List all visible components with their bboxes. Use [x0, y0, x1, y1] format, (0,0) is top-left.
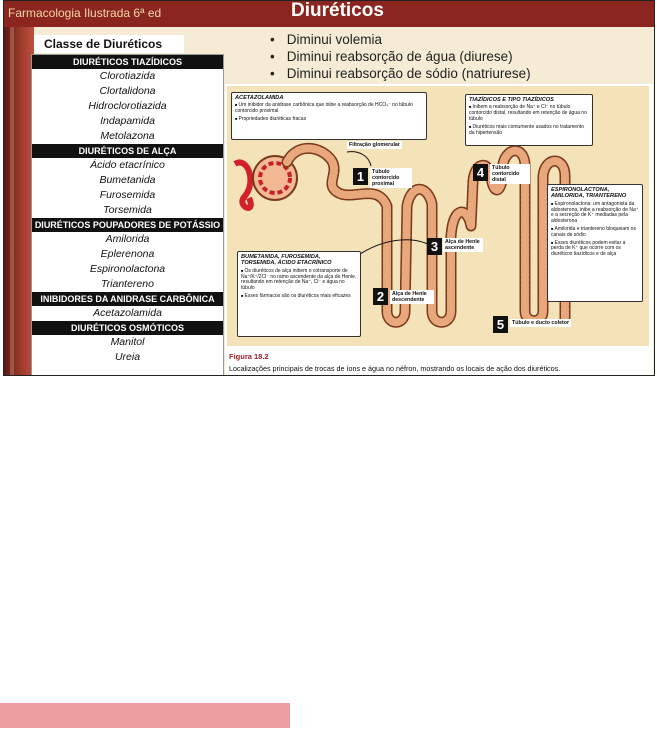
drug-item: Metolazona [32, 129, 223, 144]
drug-item: Ácido etacrínico [32, 158, 223, 173]
box-line: Esses diuréticos podem evitar a perda de… [551, 240, 639, 258]
diuretic-classes-table: DIURÉTICOS TIAZÍDICOS Clorotiazida Clort… [31, 54, 224, 376]
effect-bullet: Diminui reabsorção de sódio (natriurese) [270, 65, 531, 82]
nephron-figure: ACETAZOLAMIDA Um inibidor da anidrase ca… [225, 84, 653, 376]
effect-bullet: Diminui reabsorção de água (diurese) [270, 48, 531, 65]
header-bar: Farmacologia Ilustrada 6ª ed Diuréticos [4, 1, 654, 27]
slide-title: Diuréticos [291, 0, 384, 22]
group-heading: DIURÉTICOS OSMÓTICOS [32, 321, 223, 335]
label-site-4: Túbulo contorcido distal [490, 164, 530, 184]
box-line: Amilorida e triantereno bloqueiam os can… [551, 226, 639, 239]
group-heading: DIURÉTICOS POUPADORES DE POTÁSSIO [32, 218, 223, 232]
drug-item: Hidroclorotiazida [32, 99, 223, 114]
slide: Farmacologia Ilustrada 6ª ed Diuréticos … [3, 0, 655, 376]
potassium-sparing-box: ESPIRONOLACTONA, AMILORIDA, TRIANTERENO … [547, 184, 643, 302]
drug-item: Indapamida [32, 114, 223, 129]
footer-bar [0, 703, 290, 728]
effect-bullet: Diminui volemia [270, 31, 531, 48]
label-site-5: Túbulo e ducto coletor [510, 319, 571, 327]
box-title: ACETAZOLAMIDA [235, 95, 423, 101]
drug-item: Manitol [32, 335, 223, 350]
label-site-3: Alça de Henle ascendente [443, 238, 483, 252]
drug-item: Acetazolamida [32, 306, 223, 321]
figure-caption-text: Localizações principais de trocas de íon… [229, 364, 560, 373]
site-number-5: 5 [493, 316, 508, 333]
box-line: Propriedades diuréticas fracas [235, 116, 423, 123]
effects-list: Diminui volemia Diminui reabsorção de ág… [270, 31, 531, 82]
box-title: ESPIRONOLACTONA, AMILORIDA, TRIANTERENO [551, 187, 639, 200]
site-number-1: 1 [353, 168, 368, 185]
brand-text: Farmacologia Ilustrada 6ª ed [8, 6, 161, 20]
site-number-2: 2 [373, 288, 388, 305]
drug-item: Ureia [32, 350, 223, 365]
drug-item: Furosemida [32, 188, 223, 203]
drug-item: Triantereno [32, 277, 223, 292]
box-line: Espironolactona: um antagonista da aldos… [551, 201, 639, 225]
thiazide-box: TIAZÍDICOS E TIPO TIAZÍDICOS Inibem a re… [465, 94, 593, 146]
drug-item: Clorotiazida [32, 69, 223, 84]
acetazolamide-box: ACETAZOLAMIDA Um inibidor da anidrase ca… [231, 92, 427, 140]
classes-title: Classe de Diuréticos [34, 35, 184, 53]
box-title: TIAZÍDICOS E TIPO TIAZÍDICOS [469, 97, 589, 103]
drug-item: Amilorida [32, 232, 223, 247]
figure-caption-title: Figura 18.2 [229, 352, 269, 361]
box-line: Esses fármacos são os diuréticos mais ef… [241, 293, 357, 300]
loop-arrow [357, 240, 435, 256]
drug-item: Torsemida [32, 203, 223, 218]
label-site-1: Túbulo contorcido proximal [370, 168, 412, 188]
drug-item: Clortalidona [32, 84, 223, 99]
filtration-arrow [347, 152, 371, 166]
label-filtration: Filtração glomerular [347, 141, 402, 149]
site-number-3: 3 [427, 238, 442, 255]
drug-item: Eplerenona [32, 247, 223, 262]
drug-item: Espironolactona [32, 262, 223, 277]
loop-diuretics-box: BUMETANIDA, FUROSEMIDA, TORSEMIDA, ÁCIDO… [237, 251, 361, 337]
box-line: Inibem a reabsorção de Na⁺ e Cl⁻ no túbu… [469, 104, 589, 122]
box-line: Diuréticos mais comumente usados no trat… [469, 124, 589, 137]
box-line: Um inibidor da anidrase carbônica que in… [235, 102, 423, 115]
label-site-2: Alça de Henle descendente [390, 290, 434, 304]
nephron-diagram: ACETAZOLAMIDA Um inibidor da anidrase ca… [227, 86, 649, 346]
group-heading: DIURÉTICOS DE ALÇA [32, 144, 223, 158]
group-heading: INIBIDORES DA ANIDRASE CARBÔNICA [32, 292, 223, 306]
box-line: Os diuréticos de alça inibem o cotranspo… [241, 268, 357, 292]
box-title: BUMETANIDA, FUROSEMIDA, TORSEMIDA, ÁCIDO… [241, 254, 357, 267]
group-heading: DIURÉTICOS TIAZÍDICOS [32, 55, 223, 69]
decorative-side-strip [4, 27, 34, 376]
site-number-4: 4 [473, 164, 488, 181]
drug-item: Bumetanida [32, 173, 223, 188]
